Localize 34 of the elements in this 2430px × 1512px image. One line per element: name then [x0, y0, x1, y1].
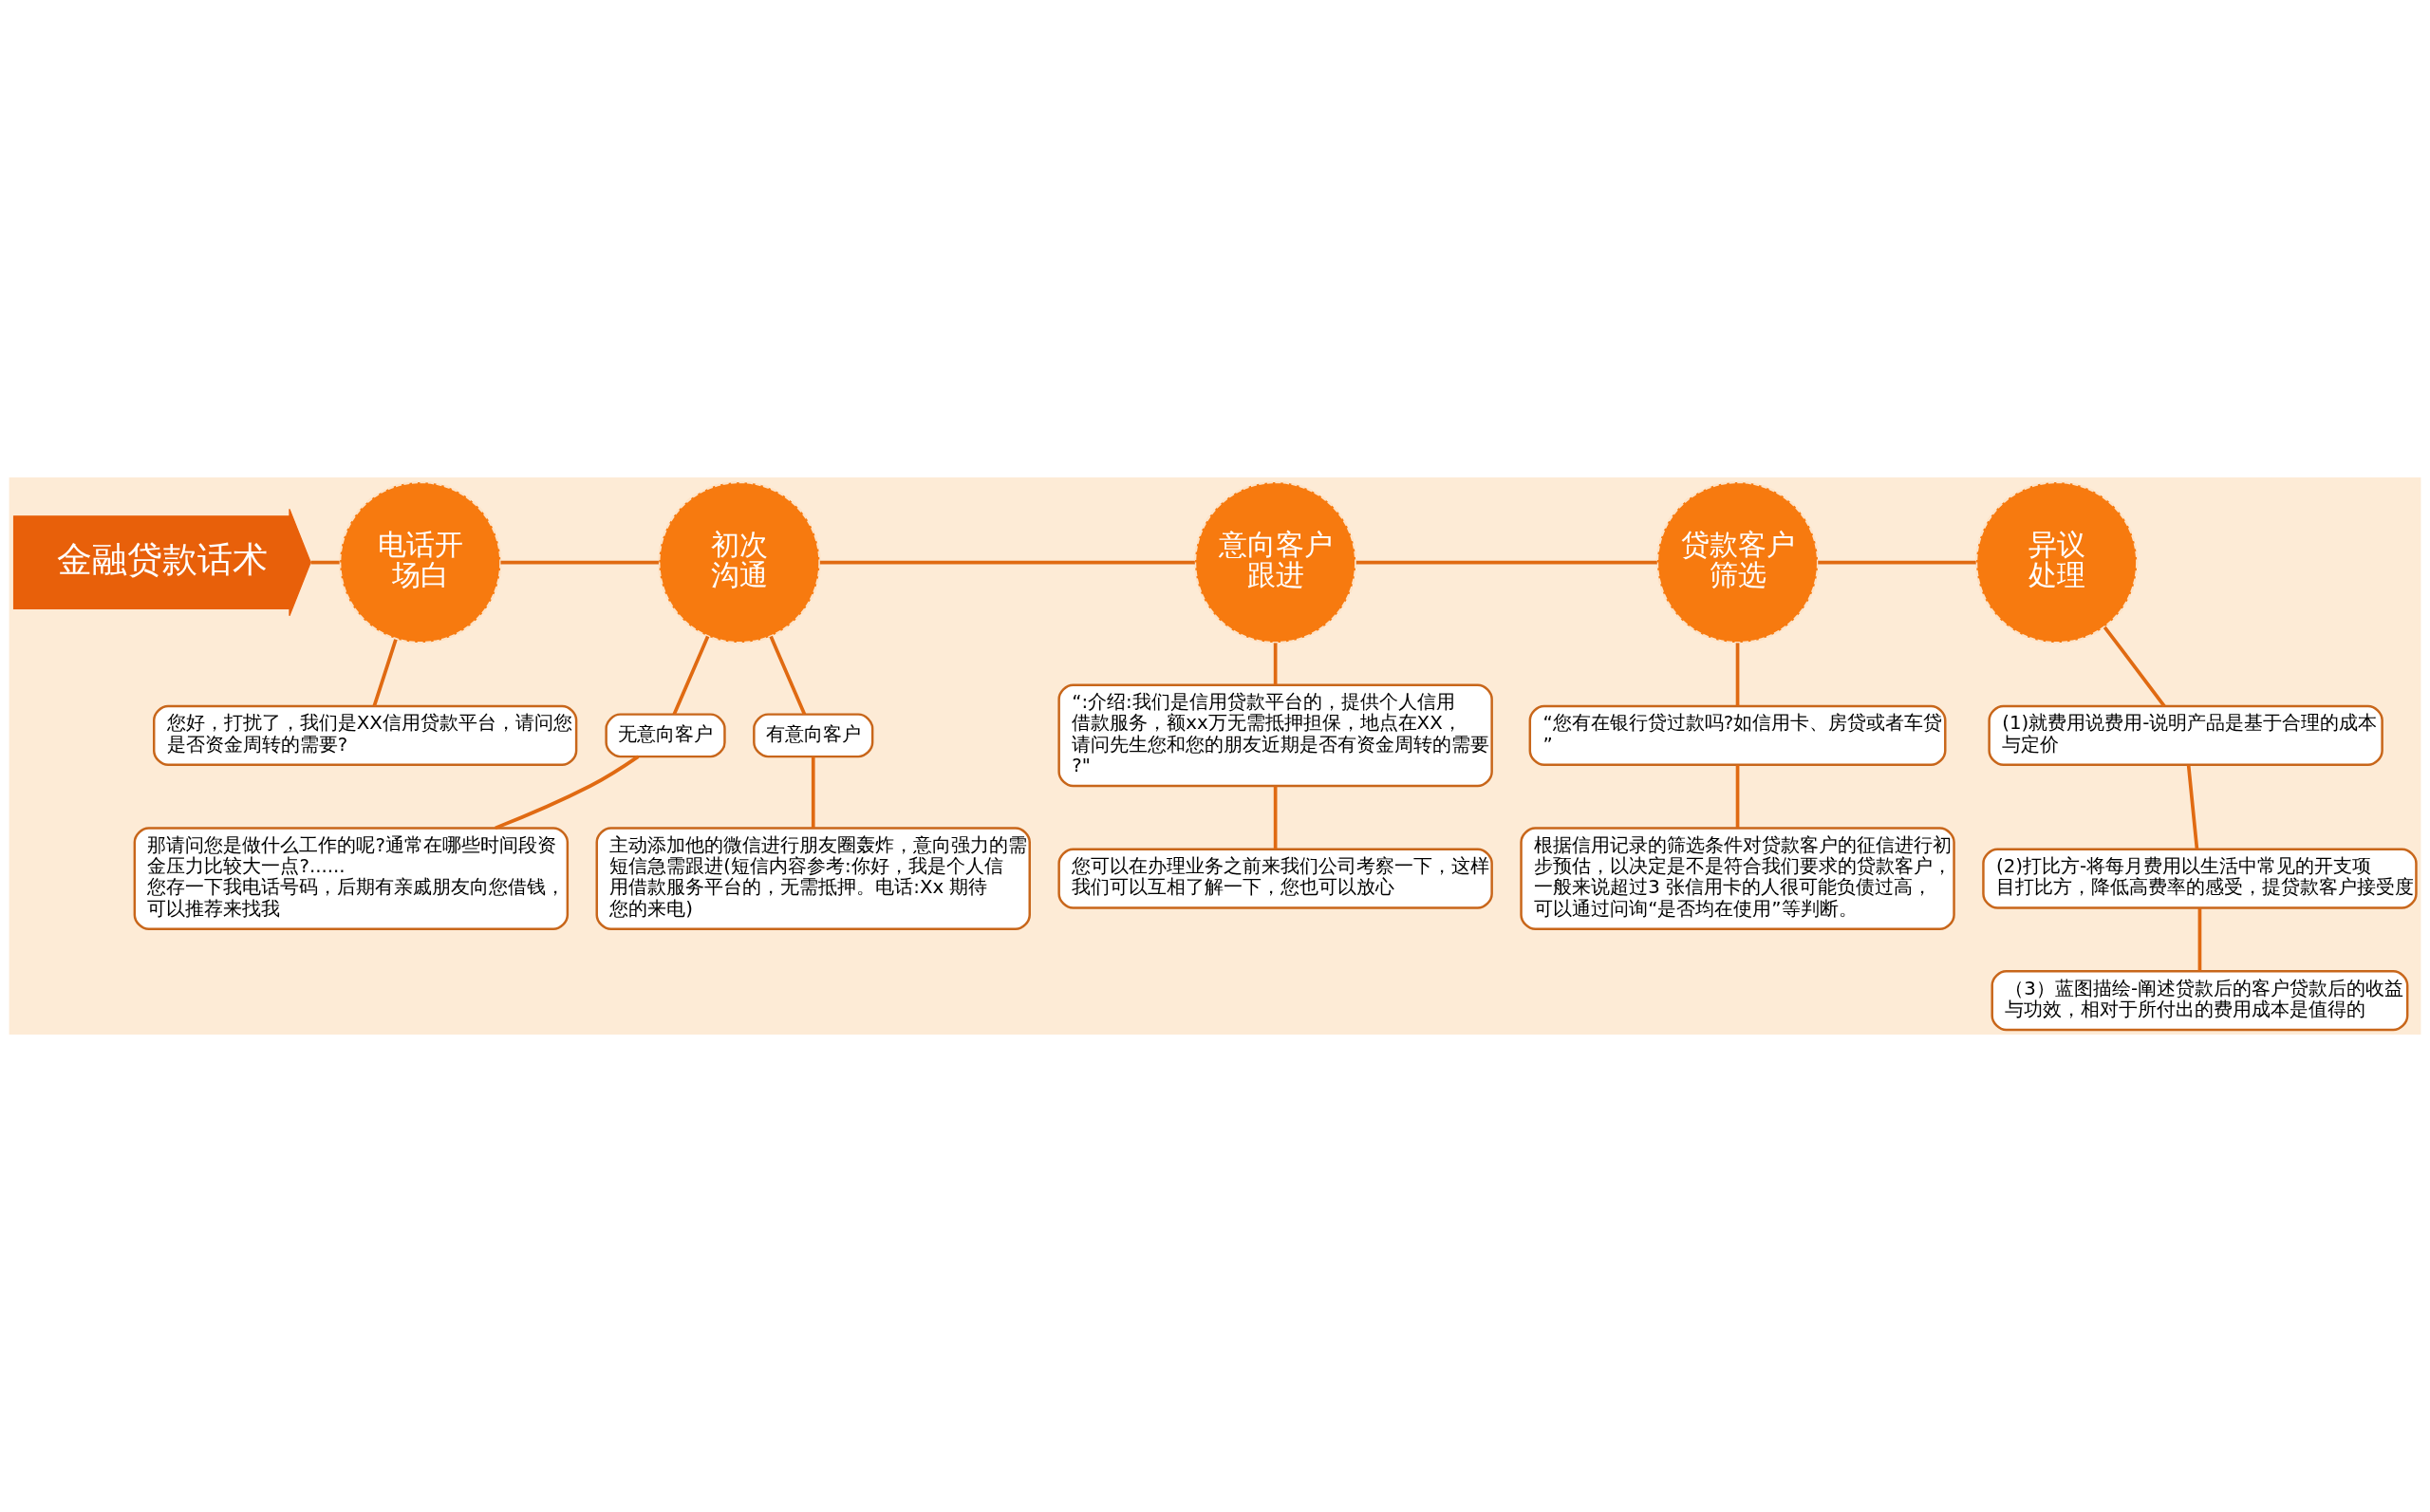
connector: [1735, 765, 1740, 829]
node-box: (1)就费用说费用-说明产品是基于合理的成本与定价: [1988, 704, 2383, 766]
node-box: 无意向客户: [605, 713, 726, 758]
node-box: (2)打比方-将每月费用以生活中常见的开支项目打比方，降低高费率的感受，提贷款客户接受度: [1982, 848, 2418, 909]
node-circle: 贷款客户筛选: [1655, 480, 1820, 644]
node-box: “:介绍:我们是信用贷款平台的，提供个人信用借款服务，额xx万无需抵押担保，地点在XX，请问先生您和您的朋友近期是否有资金周转的需要?": [1057, 683, 1493, 788]
node-circle: 初次沟通: [658, 480, 821, 644]
connector: [500, 560, 659, 565]
node-box: 主动添加他的微信进行朋友圈轰炸，意向强力的需短信急需跟进(短信内容参考:你好，我是个人信用借款服务平台的，无需抵押。电话:Xx 期待您的来电): [595, 827, 1031, 930]
node-box: 您可以在办理业务之前来我们公司考察一下，这样我们可以互相了解一下，您也可以放心: [1057, 848, 1493, 909]
connector: [672, 635, 710, 716]
node-box: 有意向客户: [753, 713, 874, 758]
node-box: 根据信用记录的筛选条件对贷款客户的征信进行初步预估，以决定是不是符合我们要求的贷款客户，一般来说超过3 张信用卡的人很可能负债过高，可以通过问询“是否均在使用”等判断。: [1520, 827, 1955, 930]
connector: [495, 755, 640, 831]
connector: [819, 560, 1195, 565]
connector: [372, 639, 398, 707]
connector: [769, 635, 807, 716]
connector: [1355, 560, 1657, 565]
node-box: 那请问您是做什么工作的呢?通常在哪些时间段资金压力比较大一点?...... 您存一下我电话号码，后期有亲戚朋友向您借钱，可以推荐来找我: [133, 827, 570, 930]
connector: [1273, 643, 1278, 685]
connector: [2186, 764, 2199, 849]
node-box: 您好，打扰了，我们是XX信用贷款平台，请问您是否资金周转的需要?: [153, 704, 578, 766]
connector: [1273, 786, 1278, 849]
connector: [2103, 625, 2166, 707]
node-box: “您有在银行贷过款吗?如信用卡、房贷或者车贷”: [1528, 704, 1947, 766]
connector: [310, 560, 340, 565]
node-box: （3）蓝图描绘-阐述贷款后的客户贷款后的收益与功效，相对于所付出的费用成本是值得的: [1991, 970, 2409, 1032]
node-circle: 意向客户跟进: [1193, 480, 1357, 644]
connector: [1735, 643, 1740, 706]
node-circle: 电话开场白: [338, 480, 502, 644]
node-circle: 异议处理: [1974, 480, 2139, 644]
connector: [811, 756, 815, 829]
connector: [2197, 907, 2202, 971]
connector: [1818, 560, 1976, 565]
